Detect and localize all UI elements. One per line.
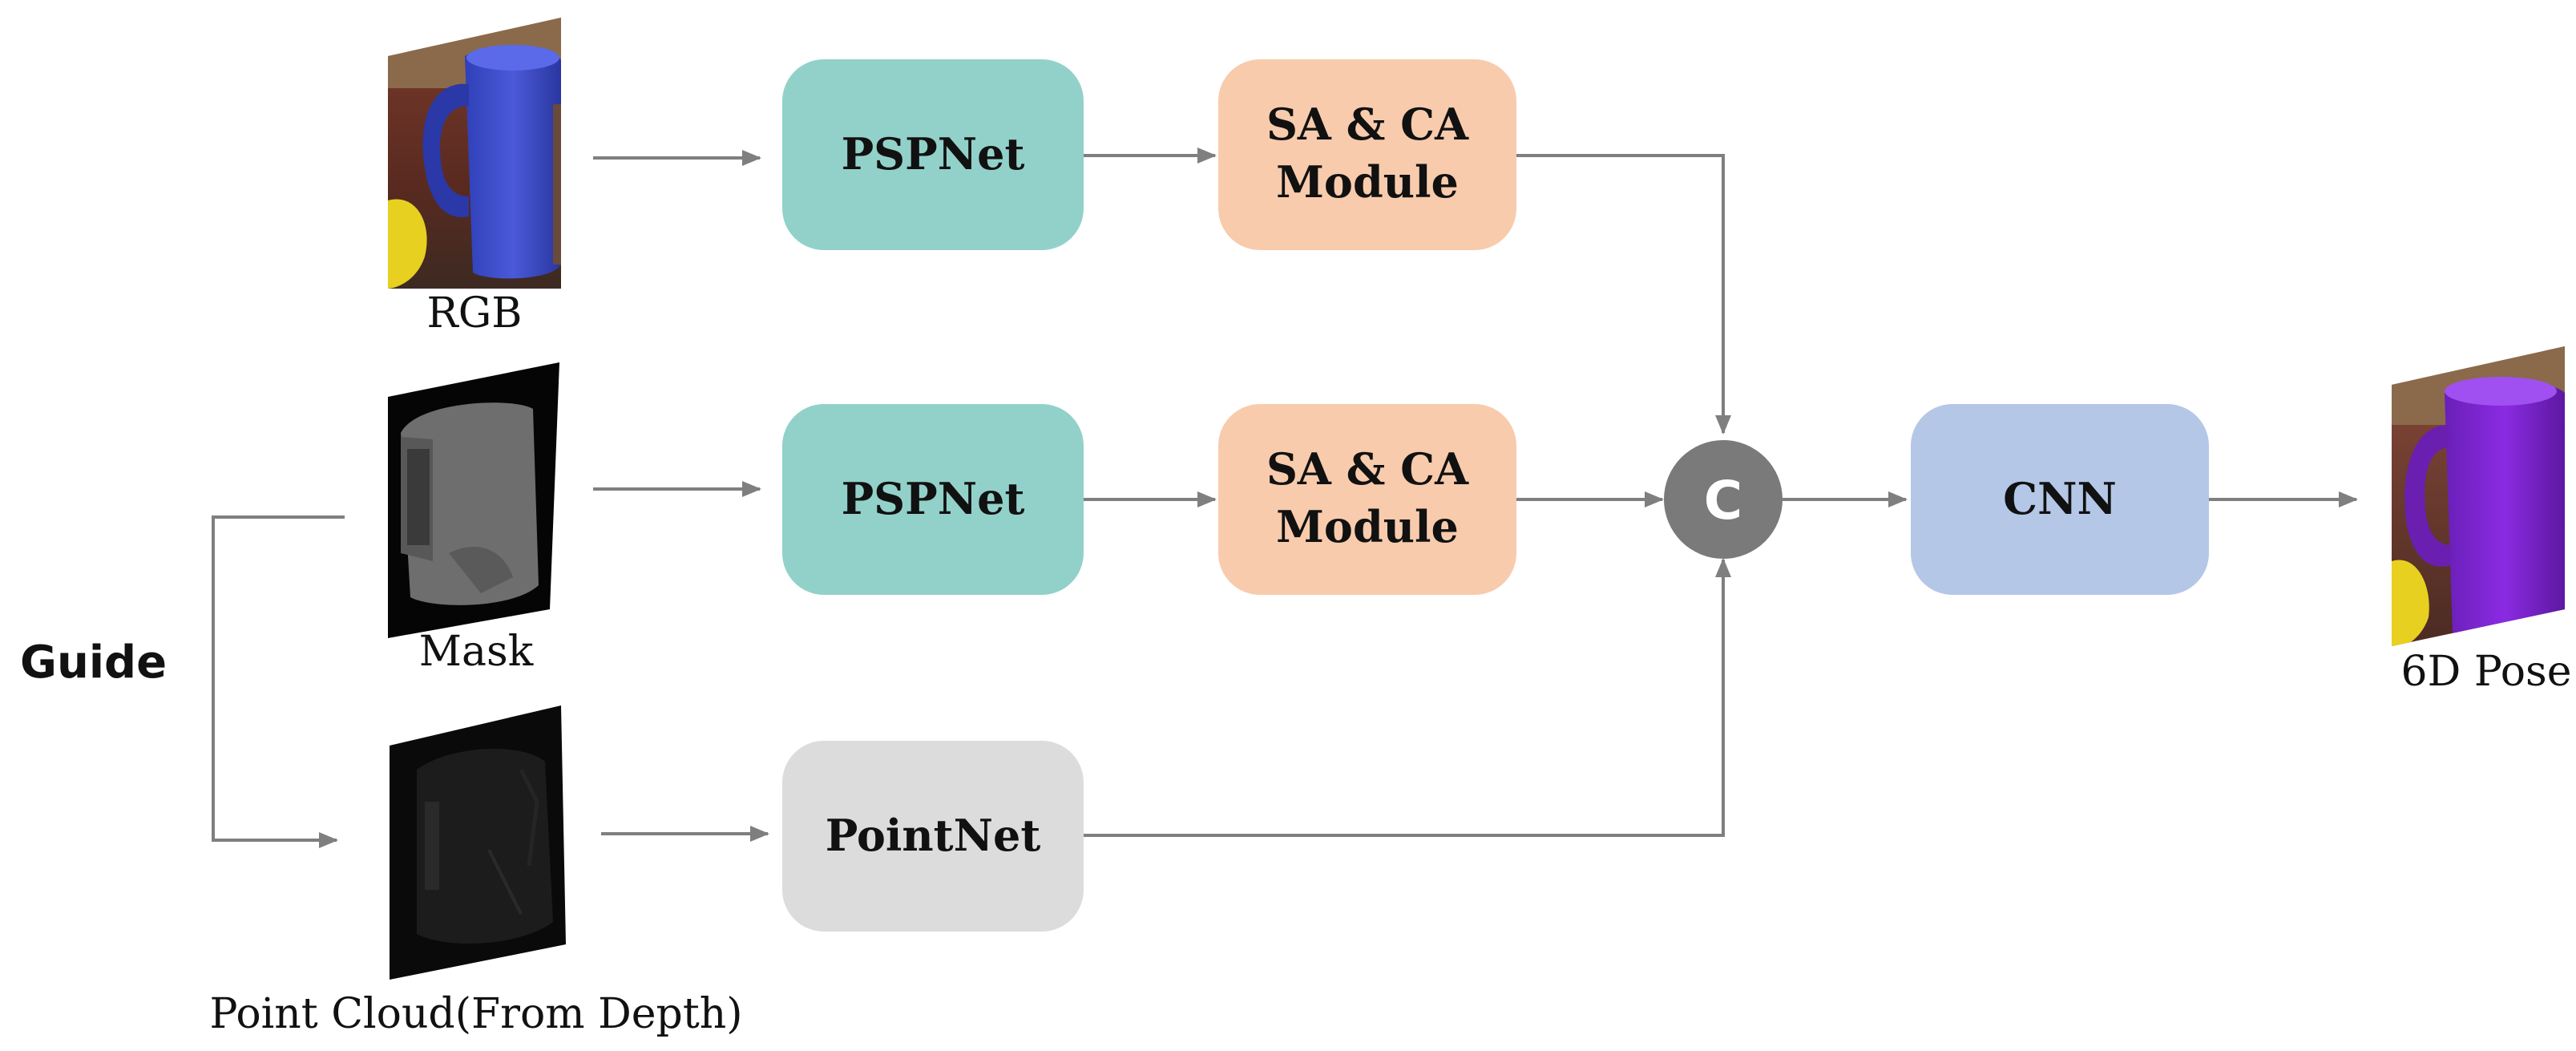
- module-top-label-line1: SA & CA: [1266, 99, 1469, 150]
- pose-output-image: [2392, 346, 2565, 646]
- module-mid-box: SA & CA Module: [1218, 404, 1516, 595]
- rgb-image: [388, 18, 561, 289]
- concat-node: C: [1664, 440, 1783, 559]
- cnn-box: CNN: [1911, 404, 2209, 595]
- pspnet-top-box: PSPNet: [782, 59, 1084, 250]
- pspnet-top-label: PSPNet: [842, 128, 1025, 180]
- pointnet-box: PointNet: [782, 741, 1084, 932]
- guide-label: Guide: [20, 637, 167, 689]
- edge-pointnet-to-concat: [1084, 558, 1731, 837]
- module-mid-label-line1: SA & CA: [1266, 443, 1469, 495]
- pspnet-mid-box: PSPNet: [782, 404, 1084, 595]
- rgb-caption: RGB: [427, 289, 523, 338]
- pspnet-mid-label: PSPNet: [842, 473, 1025, 524]
- concat-label: C: [1704, 470, 1742, 532]
- pointnet-label: PointNet: [826, 810, 1041, 861]
- point-cloud-image: [390, 705, 566, 980]
- mask-image: [388, 362, 559, 638]
- guide-connector: [212, 515, 345, 848]
- module-top-box: SA & CA Module: [1218, 59, 1516, 250]
- module-mid-label-line2: Module: [1276, 501, 1459, 552]
- mask-caption: Mask: [419, 628, 534, 676]
- cnn-label: CNN: [2003, 473, 2117, 524]
- point-cloud-caption: Point Cloud(From Depth): [209, 990, 742, 1038]
- edge-module-top-to-concat: [1516, 154, 1731, 435]
- module-top-label-line2: Module: [1276, 156, 1459, 208]
- output-caption: 6D Pose: [2401, 648, 2572, 696]
